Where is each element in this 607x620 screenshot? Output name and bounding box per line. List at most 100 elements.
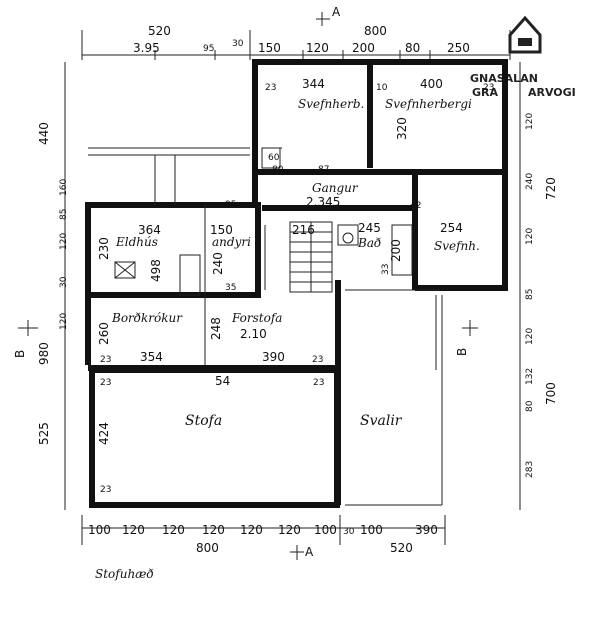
kitchen-wing: Eldhús 364 230 498 150 andyri 240 95 35 xyxy=(85,147,261,365)
dim-42: 42 xyxy=(410,201,421,211)
dim-bottom-30: 30 xyxy=(343,527,355,537)
dim-120-right-c: 120 xyxy=(525,328,535,345)
dim-120-left: 120 xyxy=(59,233,69,250)
dim-400: 400 xyxy=(420,77,443,91)
dim-23-f: 23 xyxy=(313,378,324,388)
dim-23-b: 23 xyxy=(483,83,494,93)
room-label-eldhus: Eldhús xyxy=(115,235,158,249)
dim-bottom-100-b: 100 xyxy=(314,523,337,537)
dim-bottom-100-a: 100 xyxy=(88,523,111,537)
dim-bottom-800: 800 xyxy=(196,541,219,555)
hallway: Gangur 2.345 xyxy=(262,181,415,211)
dim-23-d: 23 xyxy=(312,355,323,365)
dim-bottom-120-b: 120 xyxy=(162,523,185,537)
dim-354: 354 xyxy=(140,350,163,364)
dim-54: 54 xyxy=(215,374,230,388)
dim-390-room: 390 xyxy=(262,350,285,364)
dim-250: 250 xyxy=(447,41,470,55)
dim-bottom-120-e: 120 xyxy=(278,523,301,537)
dim-30: 30 xyxy=(232,39,244,49)
floor-title-stofuhaed: Stofuhæð xyxy=(95,567,154,581)
dim-bottom-120-d: 120 xyxy=(240,523,263,537)
dim-120-top: 120 xyxy=(306,41,329,55)
bottom-dimension-chain: 100 120 120 120 120 120 100 30 100 390 8… xyxy=(81,515,446,581)
dim-395: 3.95 xyxy=(133,41,160,55)
dining-entrance: Borðkrókur 260 354 23 Forstofa 2.10 248 … xyxy=(88,280,440,505)
section-marker-b-left: B xyxy=(13,350,27,358)
dim-283: 283 xyxy=(525,461,535,478)
dim-150: 150 xyxy=(258,41,281,55)
dim-87-a: 87 xyxy=(318,165,329,175)
dim-200-bad: 200 xyxy=(389,239,403,262)
dim-150: 150 xyxy=(210,223,233,237)
dim-30-left: 30 xyxy=(59,276,69,288)
dim-248: 248 xyxy=(209,317,223,340)
room-label-bad: Bað xyxy=(357,236,381,250)
dim-23-g: 23 xyxy=(100,485,111,495)
dim-bottom-520: 520 xyxy=(390,541,413,555)
room-label-gangur: Gangur xyxy=(312,181,359,195)
dim-440: 440 xyxy=(37,122,51,145)
dim-245: 245 xyxy=(358,221,381,235)
room-label-svefnh: Svefnh. xyxy=(434,239,480,253)
dim-364: 364 xyxy=(138,223,161,237)
logo-text-line3: GRA xyxy=(472,86,498,99)
dim-320: 320 xyxy=(395,117,409,140)
section-marker-a-bottom: A xyxy=(305,545,314,559)
section-marker-b-right: B xyxy=(455,348,469,356)
dim-254: 254 xyxy=(440,221,463,235)
dim-95: 95 xyxy=(203,44,214,54)
room-label-svefnherb: Svefnherb. xyxy=(298,97,364,111)
dim-33: 33 xyxy=(381,264,391,275)
dim-80-right: 80 xyxy=(525,400,535,412)
dim-260: 260 xyxy=(97,322,111,345)
dim-85: 85 xyxy=(59,209,69,220)
bathroom-block: Bað 245 200 Svefnh. 254 42 33 xyxy=(337,201,480,276)
dim-424: 424 xyxy=(97,422,111,445)
dim-230: 230 xyxy=(97,237,111,260)
dim-520-top: 520 xyxy=(148,24,171,38)
dim-bottom-390: 390 xyxy=(415,523,438,537)
dim-bottom-120-c: 120 xyxy=(202,523,225,537)
dim-132: 132 xyxy=(525,368,535,385)
top-dimension-chain: 520 3.95 95 30 150 120 200 80 250 800 A xyxy=(81,5,511,60)
dim-800-top: 800 xyxy=(364,24,387,38)
dim-120-right-b: 120 xyxy=(525,228,535,245)
dim-498: 498 xyxy=(149,259,163,282)
dim-980: 980 xyxy=(37,342,51,365)
living-room: Stofa 424 54 23 23 23 Svalir xyxy=(89,295,443,508)
room-label-forstofa: Forstofa xyxy=(231,311,282,325)
dim-bottom-120-a: 120 xyxy=(122,523,145,537)
dim-720: 720 xyxy=(544,177,558,200)
dim-23-e: 23 xyxy=(100,378,111,388)
dim-10-a: 10 xyxy=(376,83,388,93)
dim-80-small: 80 xyxy=(272,165,284,175)
upper-wing: Svefnherb. Svefnherbergi 344 400 23 10 2… xyxy=(252,59,508,291)
dim-525: 525 xyxy=(37,422,51,445)
left-dimension-chain: 440 160 85 120 30 120 980 525 B xyxy=(13,62,69,510)
room-label-stofa: Stofa xyxy=(185,413,222,429)
dim-80-top: 80 xyxy=(405,41,420,55)
forstofa-area: 2.10 xyxy=(240,327,267,341)
section-marker-a-top: A xyxy=(332,5,341,19)
dim-23-c: 23 xyxy=(100,355,111,365)
dim-344: 344 xyxy=(302,77,325,91)
dim-200-top: 200 xyxy=(352,41,375,55)
dim-23-a: 23 xyxy=(265,83,276,93)
dim-120-left-b: 120 xyxy=(59,313,69,330)
room-label-svefnherbergi: Svefnherbergi xyxy=(385,97,472,111)
dim-35: 35 xyxy=(225,283,236,293)
staircase: 216 xyxy=(264,221,333,293)
dim-160: 160 xyxy=(59,179,69,196)
room-label-andyri: andyri xyxy=(212,235,251,249)
logo-text-line4: ARVOGI xyxy=(528,86,576,99)
dim-216: 216 xyxy=(292,223,315,237)
dim-60: 60 xyxy=(268,153,280,163)
dim-85-right: 85 xyxy=(525,289,535,300)
room-label-bordkrokur: Borðkrókur xyxy=(111,311,183,325)
room-label-svalir: Svalir xyxy=(360,413,403,429)
right-dimension-chain: 720 240 120 120 85 120 132 80 700 283 B xyxy=(455,62,558,510)
dim-bottom-100-c: 100 xyxy=(360,523,383,537)
dim-700: 700 xyxy=(544,382,558,405)
